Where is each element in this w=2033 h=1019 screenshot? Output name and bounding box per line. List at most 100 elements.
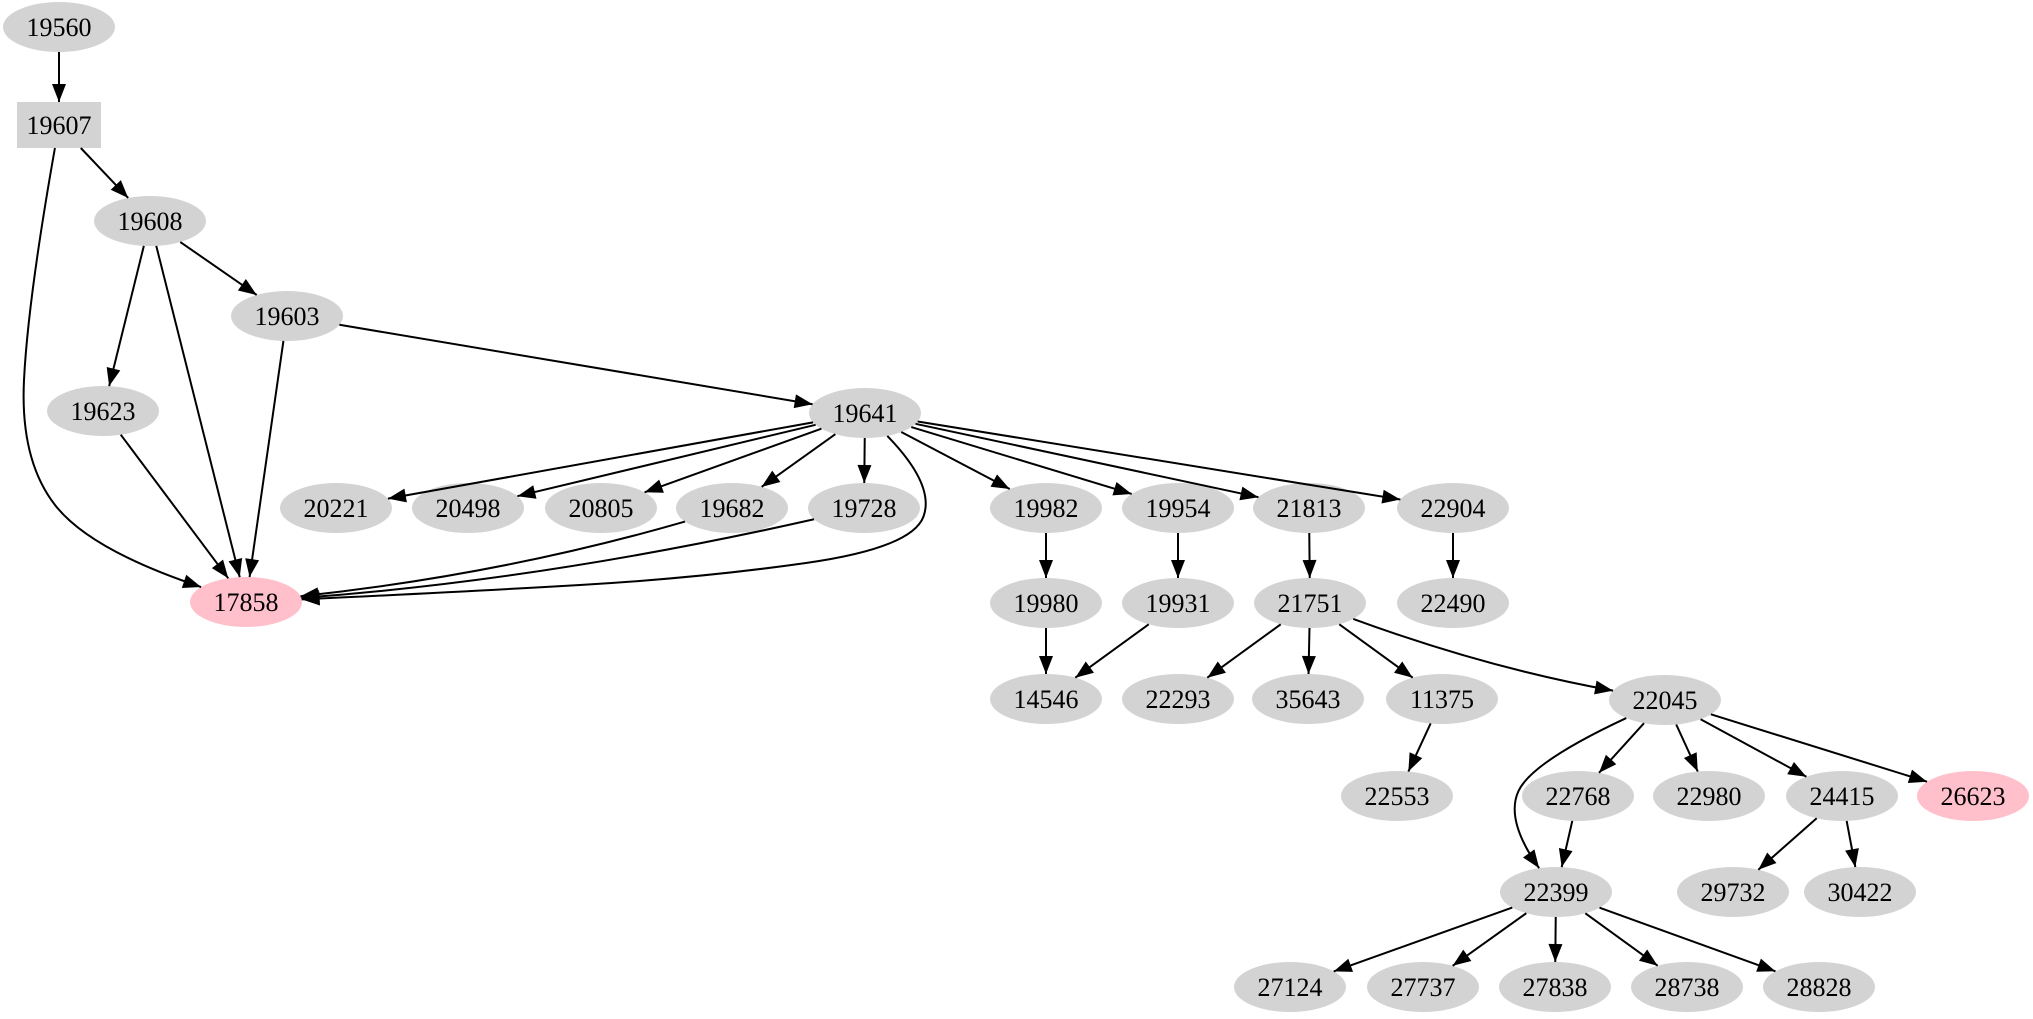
node-label: 19608 — [118, 207, 183, 236]
edge-19608-17858 — [155, 245, 243, 578]
edge-19728-17858 — [301, 518, 815, 604]
node-shape-ellipse — [280, 483, 392, 533]
edge-19608-19603 — [179, 241, 258, 296]
node-label: 30422 — [1828, 878, 1893, 907]
node-shape-ellipse — [1341, 771, 1453, 821]
edge-11375-22553 — [1407, 723, 1432, 772]
node-shape-ellipse — [1397, 578, 1509, 628]
edge-arrowhead — [1381, 489, 1401, 504]
node-shape-ellipse — [1386, 674, 1498, 724]
node-19623: 19623 — [47, 386, 159, 436]
node-shape-ellipse — [990, 674, 1102, 724]
edge-arrowhead — [1787, 761, 1807, 777]
edge-arrowhead — [990, 474, 1010, 489]
edge-19641-20805 — [644, 427, 822, 494]
node-label: 19980 — [1014, 589, 1079, 618]
edge-line — [300, 520, 686, 598]
edge-22045-24415 — [1700, 718, 1807, 778]
node-shape-ellipse — [231, 291, 343, 341]
node-29732: 29732 — [1677, 867, 1789, 917]
node-19931: 19931 — [1122, 578, 1234, 628]
edge-22399-27838 — [1548, 916, 1563, 963]
node-19608: 19608 — [94, 196, 206, 246]
node-19728: 19728 — [808, 483, 920, 533]
node-label: 14546 — [1014, 685, 1079, 714]
node-shape-ellipse — [1677, 867, 1789, 917]
node-label: 19728 — [832, 494, 897, 523]
node-shape-ellipse — [808, 483, 920, 533]
node-label: 29732 — [1701, 878, 1766, 907]
node-shape-ellipse — [1397, 483, 1509, 533]
edge-19607-17858 — [22, 147, 202, 588]
edge-line — [517, 423, 816, 498]
edge-arrowhead — [1112, 482, 1132, 496]
node-shape-ellipse — [1522, 771, 1634, 821]
edge-21751-35643 — [1301, 627, 1316, 675]
edge-arrowhead — [1683, 752, 1698, 772]
edge-arrowhead — [857, 464, 872, 484]
edge-arrowhead — [1239, 486, 1259, 501]
edge-line — [917, 420, 1401, 501]
node-shape-ellipse — [1367, 962, 1479, 1012]
edge-19603-19641 — [339, 323, 813, 409]
edge-arrowhead — [1171, 560, 1185, 578]
node-label: 27124 — [1258, 973, 1323, 1002]
edge-arrowhead — [1638, 949, 1658, 966]
node-11375: 11375 — [1386, 674, 1498, 724]
node-shape-ellipse — [809, 388, 921, 438]
edge-19641-19728 — [857, 437, 872, 484]
node-shape-ellipse — [1234, 962, 1346, 1012]
node-label: 20805 — [569, 494, 634, 523]
edge-line — [301, 435, 927, 601]
edge-arrowhead — [106, 366, 121, 387]
edge-line — [155, 245, 241, 578]
node-label: 19982 — [1014, 494, 1079, 523]
edge-line — [900, 431, 1011, 490]
edge-21751-11375 — [1338, 623, 1414, 679]
edge-22045-22980 — [1675, 724, 1699, 772]
node-20805: 20805 — [545, 483, 657, 533]
node-shape-ellipse — [3, 2, 115, 52]
node-label: 22768 — [1546, 782, 1611, 811]
node-label: 22904 — [1421, 494, 1486, 523]
node-shape-ellipse — [1786, 771, 1898, 821]
edge-arrowhead — [1394, 661, 1413, 678]
edge-21751-22293 — [1206, 623, 1282, 679]
edge-arrowhead — [211, 559, 229, 579]
node-22293: 22293 — [1122, 674, 1234, 724]
node-19954: 19954 — [1122, 483, 1234, 533]
node-shape-ellipse — [545, 483, 657, 533]
node-shape-ellipse — [1631, 962, 1743, 1012]
edge-22399-28828 — [1599, 906, 1776, 973]
edge-layer — [22, 52, 1928, 973]
node-shape-ellipse — [990, 578, 1102, 628]
edge-arrowhead — [1558, 848, 1573, 868]
edge-line — [108, 245, 145, 387]
node-label: 11375 — [1410, 685, 1474, 714]
edge-line — [301, 518, 815, 599]
edge-arrowhead — [1446, 560, 1460, 578]
node-shape-ellipse — [47, 386, 159, 436]
node-label: 20221 — [304, 494, 369, 523]
edge-arrowhead — [1845, 848, 1859, 868]
edge-19931-14546 — [1074, 623, 1150, 679]
edge-22399-27124 — [1333, 906, 1513, 973]
node-26623: 26623 — [1917, 771, 2029, 821]
edge-line — [1700, 718, 1807, 778]
edge-line — [1710, 713, 1928, 783]
edge-arrowhead — [1548, 943, 1563, 963]
node-28738: 28738 — [1631, 962, 1743, 1012]
edge-arrowhead — [228, 557, 243, 578]
node-shape-box — [17, 102, 101, 148]
node-14546: 14546 — [990, 674, 1102, 724]
node-19607: 19607 — [17, 102, 101, 148]
node-30422: 30422 — [1804, 867, 1916, 917]
node-22904: 22904 — [1397, 483, 1509, 533]
node-label: 28738 — [1655, 973, 1720, 1002]
edge-19560-19607 — [52, 52, 66, 102]
edge-arrowhead — [181, 574, 202, 588]
edge-arrowhead — [1522, 849, 1540, 869]
edge-arrowhead — [761, 470, 781, 487]
